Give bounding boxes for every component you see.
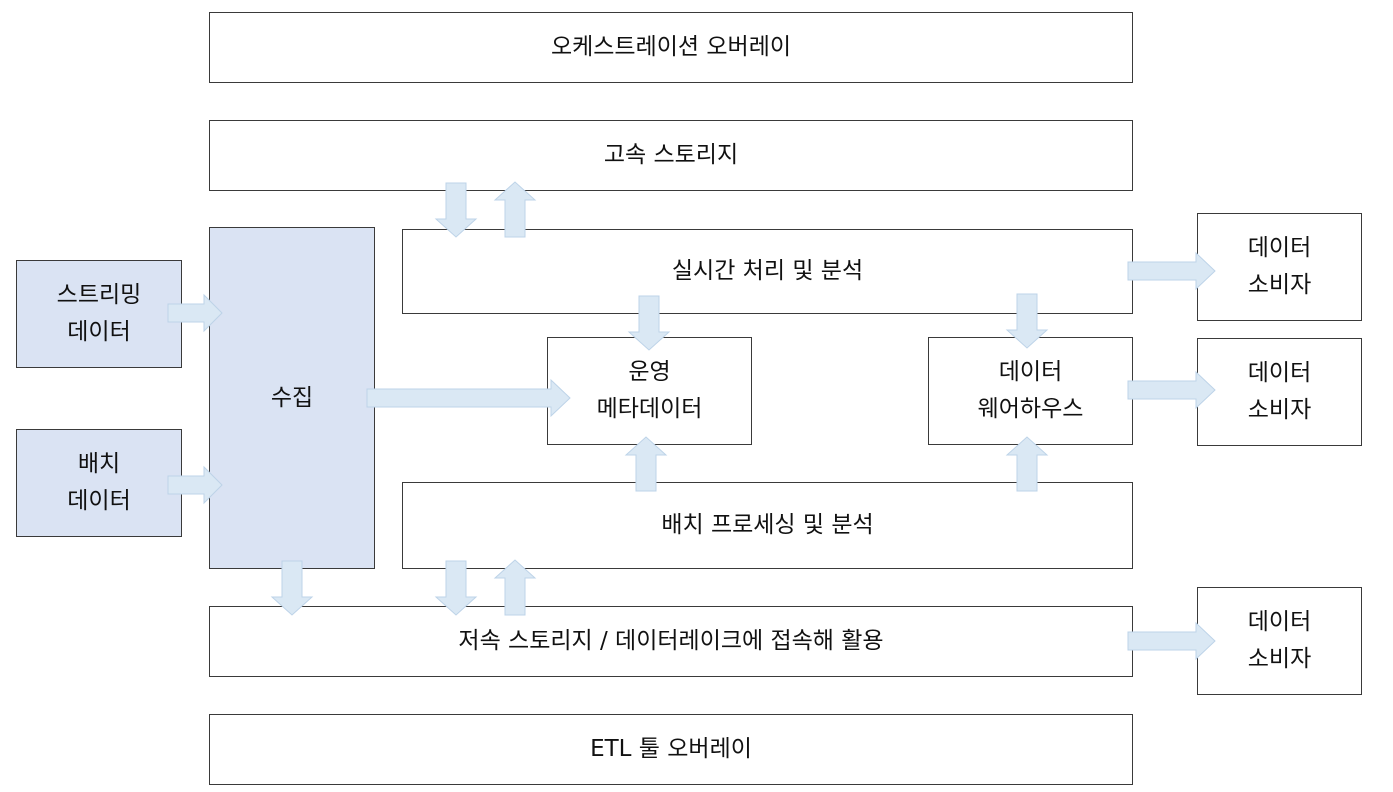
batch-data-label-line1: 배치 — [77, 451, 121, 477]
operational-metadata-box: 운영 메타데이터 — [547, 337, 752, 445]
batch-processing-label: 배치 프로세싱 및 분석 — [661, 512, 874, 538]
etl-overlay-label: ETL 툴 오버레이 — [590, 736, 752, 762]
data-consumer-2-label-line2: 소비자 — [1247, 397, 1312, 423]
data-consumer-3-label-line2: 소비자 — [1247, 646, 1312, 672]
realtime-processing-box: 실시간 처리 및 분석 — [402, 229, 1133, 314]
data-consumer-2-label-line1: 데이터 — [1247, 360, 1312, 386]
data-consumer-box-1: 데이터 소비자 — [1197, 213, 1362, 321]
orchestration-overlay-box: 오케스트레이션 오버레이 — [209, 12, 1133, 83]
data-consumer-1-label-line2: 소비자 — [1247, 272, 1312, 298]
orchestration-overlay-label: 오케스트레이션 오버레이 — [550, 34, 792, 60]
data-warehouse-label-line1: 데이터 — [998, 359, 1063, 385]
data-warehouse-label-line2: 웨어하우스 — [977, 396, 1084, 422]
fast-storage-box: 고속 스토리지 — [209, 120, 1133, 191]
realtime-processing-label: 실시간 처리 및 분석 — [671, 258, 864, 284]
operational-metadata-label-line2: 메타데이터 — [596, 396, 703, 422]
data-consumer-3-label-line1: 데이터 — [1247, 609, 1312, 635]
operational-metadata-label-line1: 운영 — [628, 359, 671, 385]
etl-overlay-box: ETL 툴 오버레이 — [209, 714, 1133, 785]
ingestion-box: 수집 — [209, 227, 375, 569]
data-warehouse-box: 데이터 웨어하우스 — [928, 337, 1133, 445]
arrow-ingestion-to-metadata — [366, 378, 571, 418]
streaming-data-label-line1: 스트리밍 — [56, 282, 142, 308]
data-consumer-box-2: 데이터 소비자 — [1197, 338, 1362, 446]
data-consumer-box-3: 데이터 소비자 — [1197, 587, 1362, 695]
streaming-data-box: 스트리밍 데이터 — [16, 260, 182, 368]
slow-storage-box: 저속 스토리지 / 데이터레이크에 접속해 활용 — [209, 606, 1133, 677]
ingestion-label: 수집 — [270, 384, 314, 411]
streaming-data-label-line2: 데이터 — [67, 319, 131, 345]
data-consumer-1-label-line1: 데이터 — [1247, 235, 1312, 261]
slow-storage-label: 저속 스토리지 / 데이터레이크에 접속해 활용 — [458, 628, 884, 654]
batch-data-label-line2: 데이터 — [67, 488, 131, 514]
batch-processing-box: 배치 프로세싱 및 분석 — [402, 482, 1133, 569]
batch-data-box: 배치 데이터 — [16, 429, 182, 537]
fast-storage-label: 고속 스토리지 — [603, 142, 739, 168]
